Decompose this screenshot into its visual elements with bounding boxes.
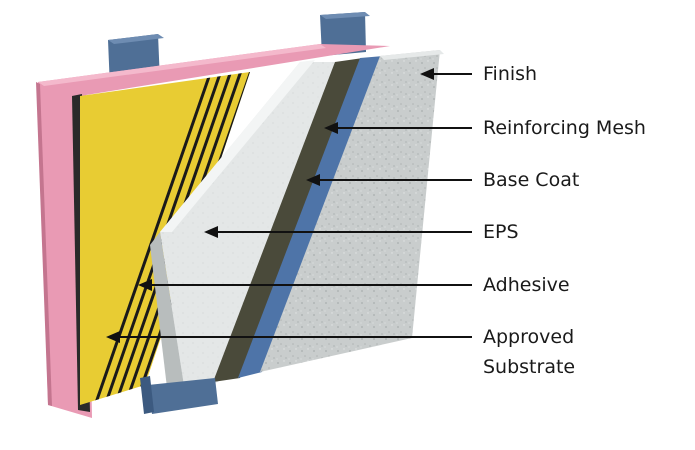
label-approved-substrate-line2: Substrate [483, 356, 576, 378]
label-approved-substrate-line1: Approved [483, 326, 575, 348]
bottom-trim [148, 378, 218, 414]
leader-reinforcing-mesh [324, 122, 472, 134]
label-adhesive: Adhesive [483, 274, 570, 296]
eps-side-edge [150, 232, 185, 396]
base-coat-layer [213, 58, 363, 382]
leader-adhesive [138, 279, 472, 291]
label-reinforcing-mesh: Reinforcing Mesh [483, 117, 646, 139]
finish-coat-layer [260, 50, 440, 372]
label-eps: EPS [483, 221, 519, 243]
eps-board [160, 62, 340, 392]
leader-base-coat [306, 174, 472, 186]
label-base-coat: Base Coat [483, 169, 580, 191]
reinforcing-mesh-layer [238, 56, 383, 378]
leader-eps [204, 226, 472, 238]
leader-lines [106, 68, 472, 343]
leader-finish [420, 68, 472, 80]
leader-approved-substrate [106, 331, 472, 343]
label-finish: Finish [483, 63, 538, 85]
